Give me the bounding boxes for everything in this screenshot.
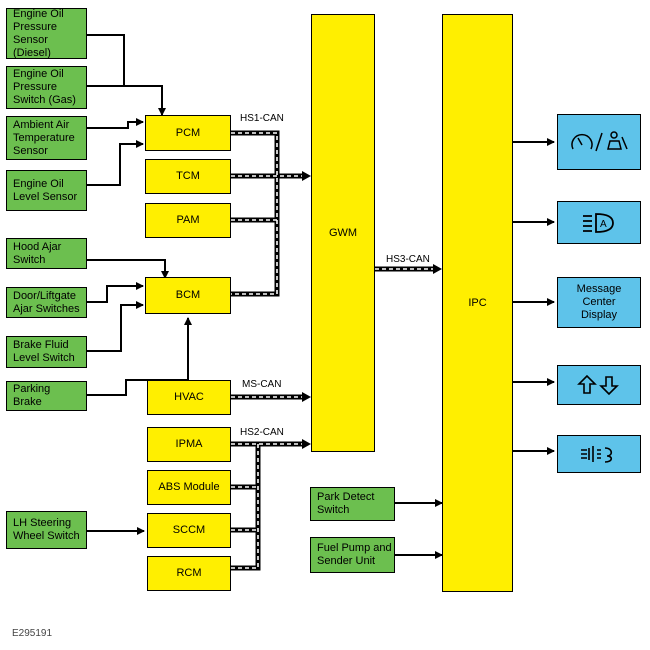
- shift-output-box: [557, 365, 641, 405]
- parking-brake-box: Parking Brake: [6, 381, 87, 411]
- ambient-air-temp-sensor-label: Ambient Air Temperature Sensor: [13, 118, 75, 157]
- ipma-label: IPMA: [175, 438, 203, 450]
- park-detect-switch-box: Park Detect Switch: [310, 487, 395, 521]
- shift-up-down-arrows-icon: [577, 374, 619, 396]
- hs2-can-label: HS2-CAN: [240, 427, 284, 438]
- headlamp-output-box: A: [557, 201, 641, 244]
- abs-module-box: ABS Module: [147, 470, 231, 505]
- auto-headlamp-icon: A: [583, 212, 614, 233]
- hood-ajar-switch-box: Hood Ajar Switch: [6, 238, 87, 269]
- bcm-label: BCM: [175, 289, 201, 301]
- oil-level-sensor-box: Engine Oil Level Sensor: [6, 170, 87, 211]
- oil-pressure-sensor-diesel-box: Engine Oil Pressure Sensor (Diesel): [6, 8, 87, 59]
- pam-box: PAM: [145, 203, 231, 238]
- park-detect-switch-label: Park Detect Switch: [317, 491, 375, 516]
- hvac-box: HVAC: [147, 380, 231, 415]
- fuel-pump-sender-label: Fuel Pump and Sender Unit: [317, 542, 392, 567]
- sccm-box: SCCM: [147, 513, 231, 548]
- oil-level-sensor-label: Engine Oil Level Sensor: [13, 177, 78, 203]
- brake-fluid-switch-box: Brake Fluid Level Switch: [6, 336, 87, 368]
- brake-fluid-switch-label: Brake Fluid Level Switch: [13, 339, 75, 364]
- ms-can-label: MS-CAN: [242, 379, 282, 390]
- tcm-box: TCM: [145, 159, 231, 194]
- abs-module-label: ABS Module: [158, 481, 220, 493]
- message-center-box: Message Center Display: [557, 277, 641, 328]
- hs1-can-label: HS1-CAN: [240, 113, 284, 124]
- rcm-box: RCM: [147, 556, 231, 591]
- gauges-output-box: [557, 114, 641, 170]
- gwm-box: GWM: [311, 14, 375, 452]
- parking-brake-label: Parking Brake: [13, 383, 51, 408]
- oil-pressure-sensor-diesel-label: Engine Oil Pressure Sensor (Diesel): [13, 7, 64, 59]
- ipc-box: IPC: [442, 14, 513, 592]
- washer-fluid-icon: [581, 446, 613, 463]
- gwm-label: GWM: [328, 226, 358, 239]
- oil-pressure-switch-gas-box: Engine Oil Pressure Switch (Gas): [6, 66, 87, 109]
- hvac-label: HVAC: [174, 391, 204, 403]
- message-center-label: Message Center Display: [576, 283, 622, 321]
- ipma-box: IPMA: [147, 427, 231, 462]
- hood-ajar-switch-label: Hood Ajar Switch: [13, 240, 62, 266]
- oil-pressure-switch-gas-label: Engine Oil Pressure Switch (Gas): [13, 68, 76, 106]
- figure-id: E295191: [12, 628, 53, 639]
- ipc-label: IPC: [468, 296, 487, 309]
- sccm-label: SCCM: [172, 524, 206, 536]
- ambient-air-temp-sensor-box: Ambient Air Temperature Sensor: [6, 116, 87, 160]
- lh-steering-switch-box: LH Steering Wheel Switch: [6, 511, 87, 549]
- hs3-can-label: HS3-CAN: [386, 254, 430, 265]
- svg-text:A: A: [600, 219, 607, 230]
- tcm-label: TCM: [176, 170, 200, 182]
- bcm-box: BCM: [145, 277, 231, 314]
- fuel-pump-sender-box: Fuel Pump and Sender Unit: [310, 537, 395, 573]
- pcm-box: PCM: [145, 115, 231, 151]
- lh-steering-switch-label: LH Steering Wheel Switch: [13, 517, 80, 542]
- speedometer-mechanic-icon: [571, 131, 628, 152]
- pam-label: PAM: [176, 214, 200, 226]
- washer-output-box: [557, 435, 641, 473]
- rcm-label: RCM: [176, 567, 202, 579]
- door-liftgate-switches-label: Door/Liftgate Ajar Switches: [13, 289, 80, 315]
- door-liftgate-switches-box: Door/Liftgate Ajar Switches: [6, 287, 87, 318]
- pcm-label: PCM: [175, 126, 201, 139]
